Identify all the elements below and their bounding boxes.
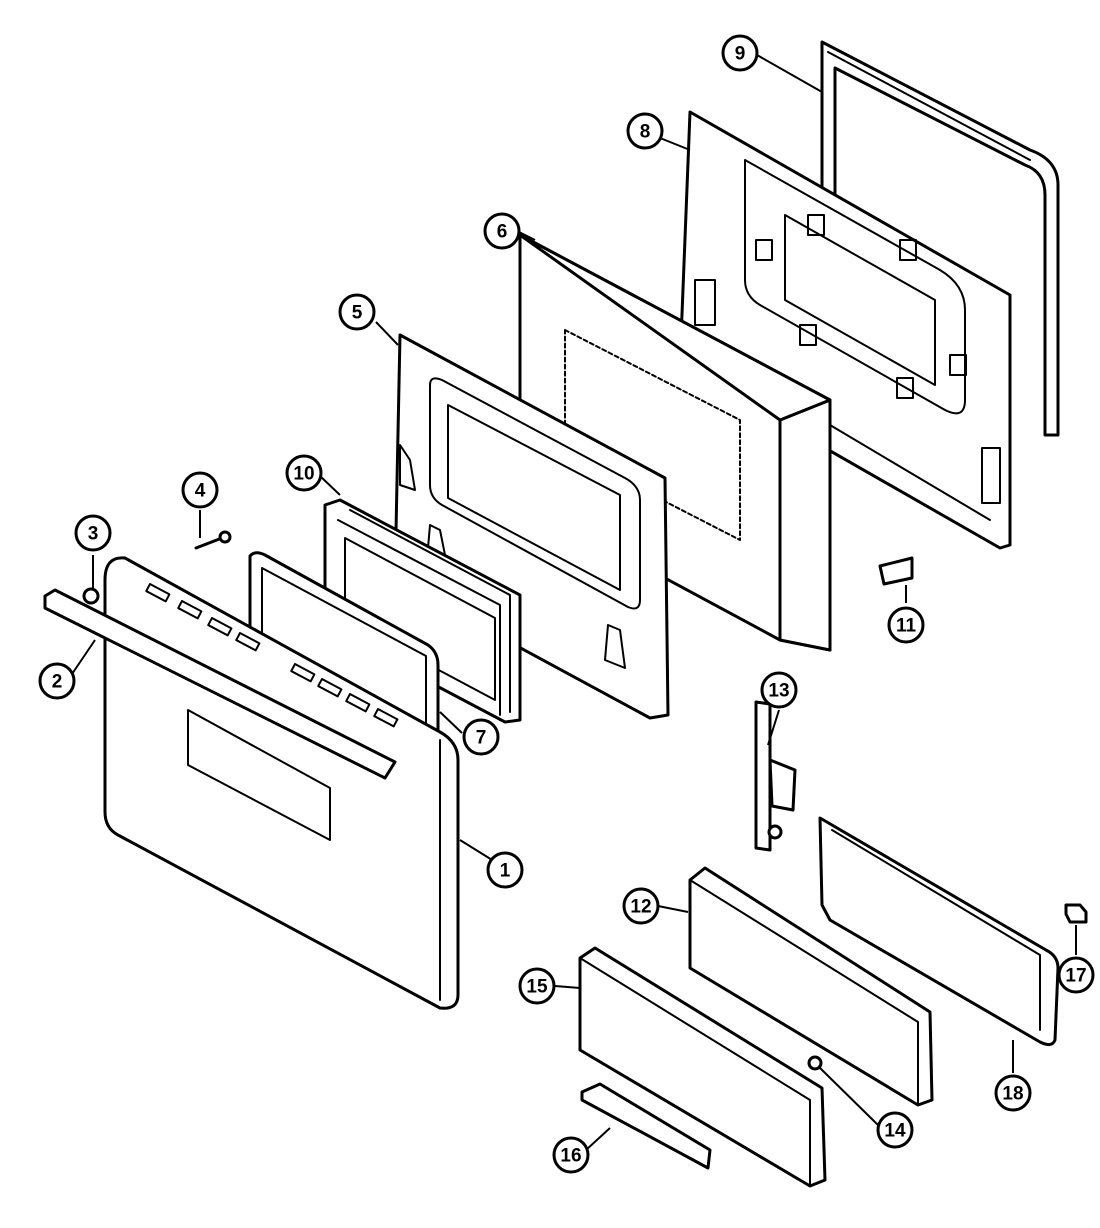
callout-5-label: 5 (352, 303, 363, 324)
part-9-door-gasket (820, 40, 1060, 437)
callout-17-label: 17 (1065, 966, 1086, 987)
callout-12-label: 12 (630, 897, 651, 918)
callout-14-label: 14 (884, 1121, 906, 1142)
callout-11: 11 (887, 606, 925, 644)
callout-1-label: 1 (500, 861, 511, 882)
part-12-drawer-panel (688, 866, 934, 1107)
callout-9: 9 (721, 34, 759, 72)
part-13-hinge (754, 700, 797, 852)
callout-18-label: 18 (1002, 1084, 1023, 1105)
callout-7-label: 7 (476, 728, 487, 749)
leader-lines (69, 54, 1077, 1151)
callout-4: 4 (181, 471, 219, 509)
callout-2: 2 (38, 662, 76, 700)
callout-15: 15 (518, 967, 556, 1005)
callout-8: 8 (626, 112, 664, 150)
part-3-nut (82, 587, 100, 605)
callout-7: 7 (462, 718, 500, 756)
part-11-clip (878, 556, 914, 586)
callout-3: 3 (74, 514, 112, 552)
callout-13: 13 (760, 671, 798, 709)
callout-2-label: 2 (52, 672, 63, 693)
callout-6: 6 (483, 212, 521, 250)
callout-16-label: 16 (560, 1146, 581, 1167)
part-14-screw (807, 1055, 823, 1071)
callout-12: 12 (622, 887, 660, 925)
callout-9-label: 9 (735, 44, 746, 65)
callout-10-label: 10 (293, 464, 314, 485)
callout-10: 10 (285, 454, 323, 492)
part-16-drawer-handle (580, 1082, 712, 1170)
part-18-drawer-tray (818, 816, 1060, 1047)
callout-1: 1 (486, 851, 524, 889)
callout-16: 16 (552, 1136, 590, 1174)
callout-6-label: 6 (497, 222, 508, 243)
callout-11-label: 11 (896, 616, 917, 637)
callout-17: 17 (1057, 956, 1095, 994)
callout-3-label: 3 (88, 524, 99, 545)
callout-14: 14 (876, 1111, 914, 1149)
callout-5: 5 (338, 293, 376, 331)
callout-4-label: 4 (195, 481, 206, 502)
part-4-screw (194, 530, 232, 550)
part-15-drawer-front (578, 946, 827, 1188)
callout-13-label: 13 (768, 681, 789, 702)
part-6-insulation (518, 233, 832, 652)
callout-15-label: 15 (526, 977, 548, 998)
callout-8-label: 8 (640, 122, 651, 143)
part-17-small-clip (1064, 903, 1088, 924)
part-2-door-handle (43, 588, 397, 780)
part-10-glass-pack (323, 498, 522, 724)
callout-18: 18 (994, 1074, 1032, 1112)
